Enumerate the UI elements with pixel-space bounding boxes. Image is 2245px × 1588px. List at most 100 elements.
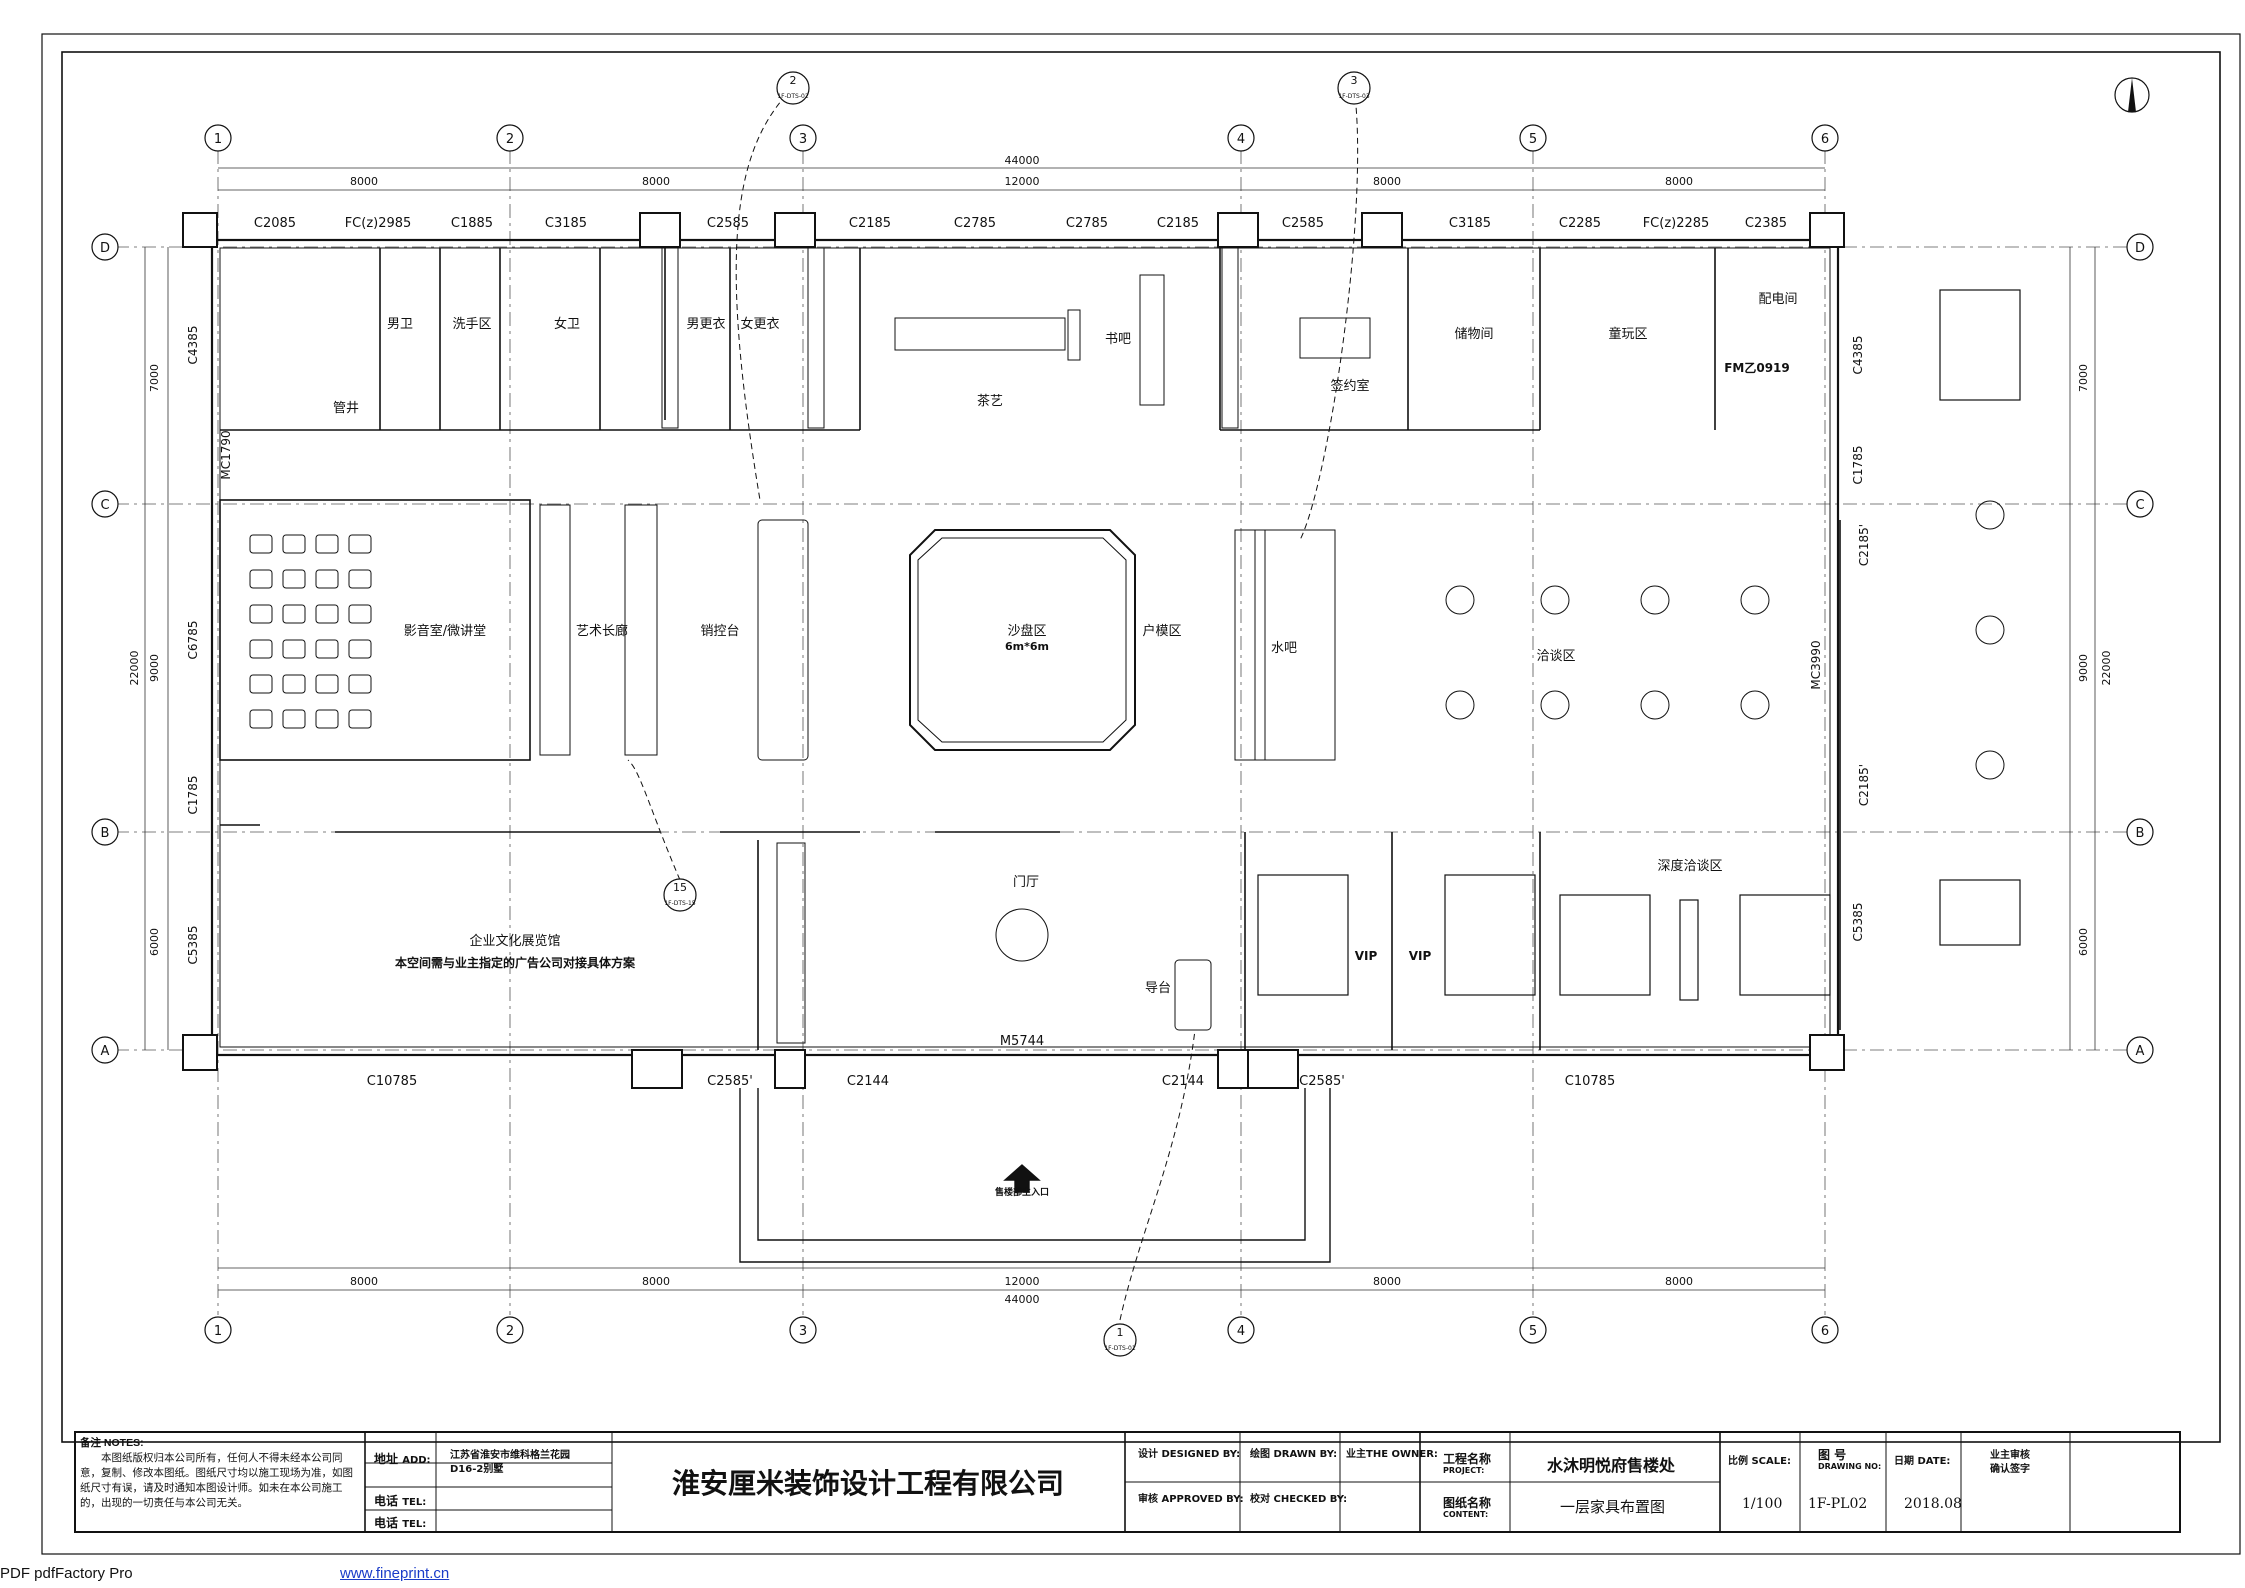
room-label: 6m*6m <box>1005 640 1049 653</box>
side-label: C6785 <box>186 621 200 660</box>
notes-block: 备注 NOTES: 本图纸版权归本公司所有，任何人不得未经本公司同意，复制、修改… <box>80 1436 356 1511</box>
tel-label-1-cn: 电话 <box>374 1494 399 1508</box>
axis-letter-right-a: A <box>2136 1044 2145 1059</box>
window-label: C2185 <box>849 216 891 231</box>
north-arrow-icon <box>2114 77 2150 113</box>
room-label: 配电间 <box>1758 292 1797 307</box>
window-label: C3185 <box>545 216 587 231</box>
window-label: C2144 <box>847 1074 889 1089</box>
owner-sign-1: 业主审核 <box>1990 1450 2030 1461</box>
scale-value: 1/100 <box>1742 1496 1783 1512</box>
section-mark-ref: 1F-DTS-01 <box>1104 1345 1136 1352</box>
dim-bottom: 8000 <box>1665 1275 1693 1288</box>
designed-by: 设计 DESIGNED BY: <box>1138 1449 1241 1460</box>
tel-label-1-en: TEL: <box>402 1497 427 1508</box>
axis-number-bottom-6: 6 <box>1821 1324 1829 1339</box>
room-label: 企业文化展览馆 <box>469 933 560 949</box>
drawing-no-value: 1F-PL02 <box>1808 1496 1868 1512</box>
section-mark-ref: 1F-DTS-02 <box>777 93 809 100</box>
side-label: C5385 <box>186 926 200 965</box>
room-label: 深度洽谈区 <box>1657 858 1722 874</box>
project-label-en: PROJECT: <box>1443 1466 1485 1475</box>
inner-border <box>61 51 2221 1443</box>
window-label: FC(z)2285 <box>1643 216 1710 231</box>
window-label: C10785 <box>1565 1074 1615 1089</box>
dimension-lines <box>144 167 2096 1291</box>
dim-top: 8000 <box>350 175 378 188</box>
dim-right-total: 22000 <box>2100 651 2113 686</box>
window-label: FC(z)2985 <box>345 216 412 231</box>
side-label: C4385 <box>1851 336 1865 375</box>
room-label: 水吧 <box>1271 641 1297 656</box>
section-mark-num: 2 <box>790 74 797 87</box>
window-label: C2585' <box>1299 1074 1345 1089</box>
address-value-2: D16-2别墅 <box>450 1464 504 1475</box>
main-door-label: M5744 <box>1000 1034 1044 1049</box>
side-label: C1785 <box>1851 446 1865 485</box>
side-label: MC3990 <box>1809 640 1823 689</box>
room-label: 书吧 <box>1105 332 1131 347</box>
window-label: C2785 <box>954 216 996 231</box>
room-label: 童玩区 <box>1608 326 1647 342</box>
dim-right: 6000 <box>2077 928 2090 956</box>
room-label: 女卫 <box>554 316 580 332</box>
side-label: C2185' <box>1857 764 1871 806</box>
room-label: 导台 <box>1145 981 1171 996</box>
dim-bottom: 8000 <box>1373 1275 1401 1288</box>
date-value: 2018.08 <box>1904 1496 1962 1512</box>
dim-bottom: 8000 <box>350 1275 378 1288</box>
entrance-ramp <box>739 1088 1331 1263</box>
axis-number-top-4: 4 <box>1237 132 1245 147</box>
section-mark-num: 15 <box>673 881 687 894</box>
scale-label: 比例 SCALE: <box>1728 1456 1791 1467</box>
side-label: C4385 <box>186 326 200 365</box>
owner: 业主THE OWNER: <box>1346 1449 1438 1460</box>
dim-top-total: 44000 <box>1005 154 1040 167</box>
address-label-cn: 地址 <box>374 1452 399 1466</box>
dim-bottom: 12000 <box>1005 1275 1040 1288</box>
room-label: 销控台 <box>700 624 739 639</box>
tel-label-2-cn: 电话 <box>374 1516 399 1530</box>
side-label: MC1790 <box>219 430 233 479</box>
company-name: 淮安厘米装饰设计工程有限公司 <box>672 1467 1065 1500</box>
window-label: C2385 <box>1745 216 1787 231</box>
project-label: 工程名称 <box>1443 1452 1492 1466</box>
side-label: C2185' <box>1857 524 1871 566</box>
axis-letter-left-a: A <box>101 1044 110 1059</box>
window-label: C2144 <box>1162 1074 1204 1089</box>
axis-number-top-6: 6 <box>1821 132 1829 147</box>
negotiation-tables <box>1445 500 2005 780</box>
cinema-seats <box>249 534 372 729</box>
dim-top: 8000 <box>1665 175 1693 188</box>
window-label: C2585 <box>707 216 749 231</box>
tel-label-1: 电话 TEL: <box>374 1492 426 1509</box>
room-label: 女更衣 <box>740 316 779 332</box>
address-label: 地址 ADD: <box>374 1450 431 1467</box>
entrance-label: 售楼部主入口 <box>994 1186 1049 1198</box>
axis-letter-right-c: C <box>2135 498 2144 513</box>
room-label: VIP <box>1355 949 1378 963</box>
section-mark-num: 1 <box>1117 1326 1124 1339</box>
tea-table <box>894 274 1371 406</box>
drawing-no-label: 图 号 <box>1818 1448 1847 1462</box>
section-mark-num: 3 <box>1351 74 1358 87</box>
tel-label-2: 电话 TEL: <box>374 1514 426 1531</box>
window-label: C2585 <box>1282 216 1324 231</box>
axis-number-top-3: 3 <box>799 132 807 147</box>
address-label-en: ADD: <box>402 1455 431 1466</box>
axis-letter-left-c: C <box>100 498 109 513</box>
notes-title: 备注 NOTES: <box>80 1437 144 1449</box>
content-label: 图纸名称 <box>1443 1496 1492 1510</box>
window-label: C2285 <box>1559 216 1601 231</box>
door-label: FM乙0919 <box>1724 361 1790 375</box>
approved-by: 审核 APPROVED BY: <box>1138 1494 1244 1505</box>
room-label: 艺术长廊 <box>576 623 628 639</box>
dim-top: 12000 <box>1005 175 1040 188</box>
fineprint-link[interactable]: www.fineprint.cn <box>340 1565 450 1582</box>
checked-by: 校对 CHECKED BY: <box>1250 1494 1348 1505</box>
dim-top: 8000 <box>1373 175 1401 188</box>
axis-number-top-2: 2 <box>506 132 514 147</box>
room-label: 洗手区 <box>452 317 491 332</box>
room-label: 签约室 <box>1330 378 1369 394</box>
